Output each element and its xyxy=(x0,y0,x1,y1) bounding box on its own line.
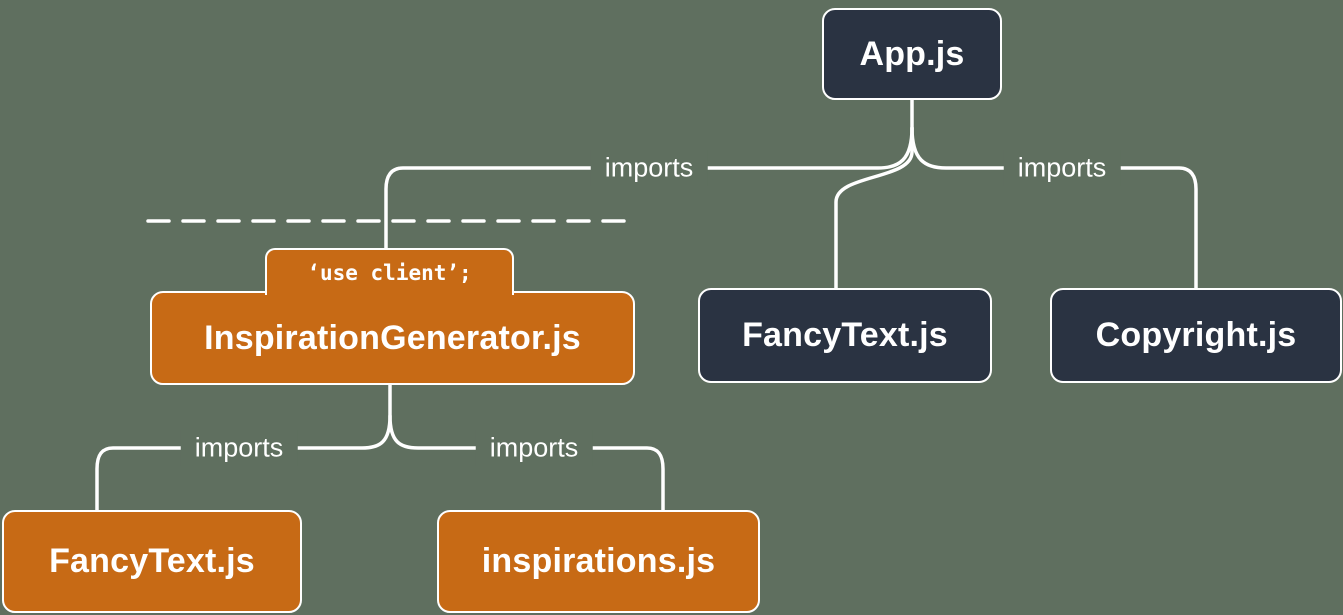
node-label: FancyText.js xyxy=(49,542,255,580)
node-label: Copyright.js xyxy=(1095,316,1297,354)
node-label: FancyText.js xyxy=(742,316,948,354)
node-label: InspirationGenerator.js xyxy=(204,318,581,357)
node-fancytext-js-bottom: FancyText.js xyxy=(2,510,302,613)
imports-label-generator-to-fancytext: imports xyxy=(180,429,298,467)
node-copyright-js: Copyright.js xyxy=(1050,288,1342,383)
use-client-badge: ‘use client’; xyxy=(265,248,514,295)
imports-label-app-to-copyright: imports xyxy=(1003,149,1121,187)
imports-label-generator-to-inspirations: imports xyxy=(475,429,593,467)
node-app-js: App.js xyxy=(822,8,1002,100)
node-label: App.js xyxy=(859,34,965,73)
edge-app-to-inspiration-generator xyxy=(384,126,914,254)
edge-app-to-fancytext-top xyxy=(834,98,914,292)
node-fancytext-js-top: FancyText.js xyxy=(698,288,992,383)
edge-generator-to-inspirations xyxy=(388,414,665,514)
imports-label-app-to-generator: imports xyxy=(590,149,708,187)
use-client-directive: ‘use client’; xyxy=(307,260,472,285)
node-inspirations-js: inspirations.js xyxy=(437,510,760,613)
node-inspiration-generator-js: InspirationGenerator.js xyxy=(150,291,635,385)
node-label: inspirations.js xyxy=(481,542,716,580)
